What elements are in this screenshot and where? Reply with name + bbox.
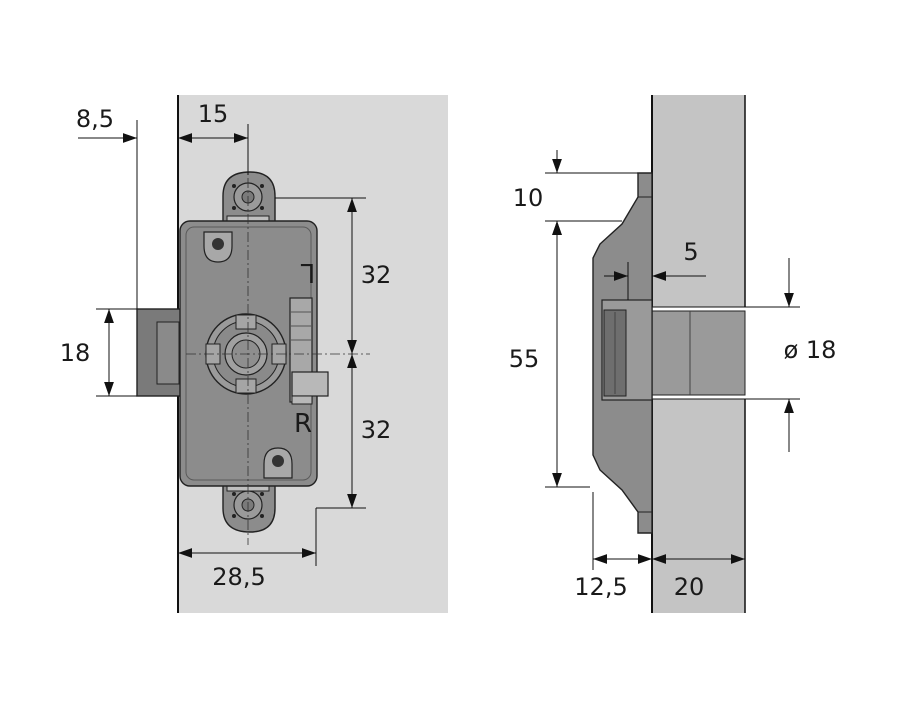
marking-right: R xyxy=(294,409,312,439)
dimension-20: 20 xyxy=(652,554,745,601)
dimension-5: 5 xyxy=(604,238,706,300)
dim-label-20: 20 xyxy=(674,573,705,601)
dimension-55: 55 xyxy=(509,221,590,488)
dimension-diameter-18: ø 18 xyxy=(756,258,836,452)
side-view: 10 5 55 ø 18 12,5 xyxy=(509,95,836,613)
dimension-32-bottom: 32 xyxy=(316,354,392,509)
dim-label-28-5: 28,5 xyxy=(212,563,265,591)
dim-label-10: 10 xyxy=(513,184,544,212)
dimension-28-5: 28,5 xyxy=(178,508,317,591)
dim-label-32-bottom: 32 xyxy=(361,416,392,444)
dimension-15: 15 xyxy=(178,100,249,175)
top-screw-slot xyxy=(203,231,233,263)
dim-label-5: 5 xyxy=(683,238,698,266)
bore-hole xyxy=(651,306,756,400)
side-switch xyxy=(289,297,329,405)
dimension-18: 18 xyxy=(60,308,137,397)
dim-label-32-top: 32 xyxy=(361,261,392,289)
front-view: L R 8,5 15 18 32 xyxy=(60,95,448,613)
dim-label-15: 15 xyxy=(198,100,229,128)
top-mounting-ear xyxy=(222,171,276,225)
dim-label-diameter-18: ø 18 xyxy=(784,336,837,364)
dimension-8-5: 8,5 xyxy=(76,105,138,309)
lock-profile xyxy=(592,172,653,534)
bottom-screw-slot xyxy=(263,447,293,479)
dim-label-18: 18 xyxy=(60,339,91,367)
bottom-mounting-ear xyxy=(222,482,276,533)
dim-label-12-5: 12,5 xyxy=(574,573,627,601)
dimension-32-top: 32 xyxy=(275,197,392,354)
dim-label-55: 55 xyxy=(509,345,540,373)
marking-left: L xyxy=(300,257,315,287)
dimension-12-5: 12,5 xyxy=(574,492,652,601)
dimension-10: 10 xyxy=(513,150,638,244)
dim-label-8-5: 8,5 xyxy=(76,105,114,133)
